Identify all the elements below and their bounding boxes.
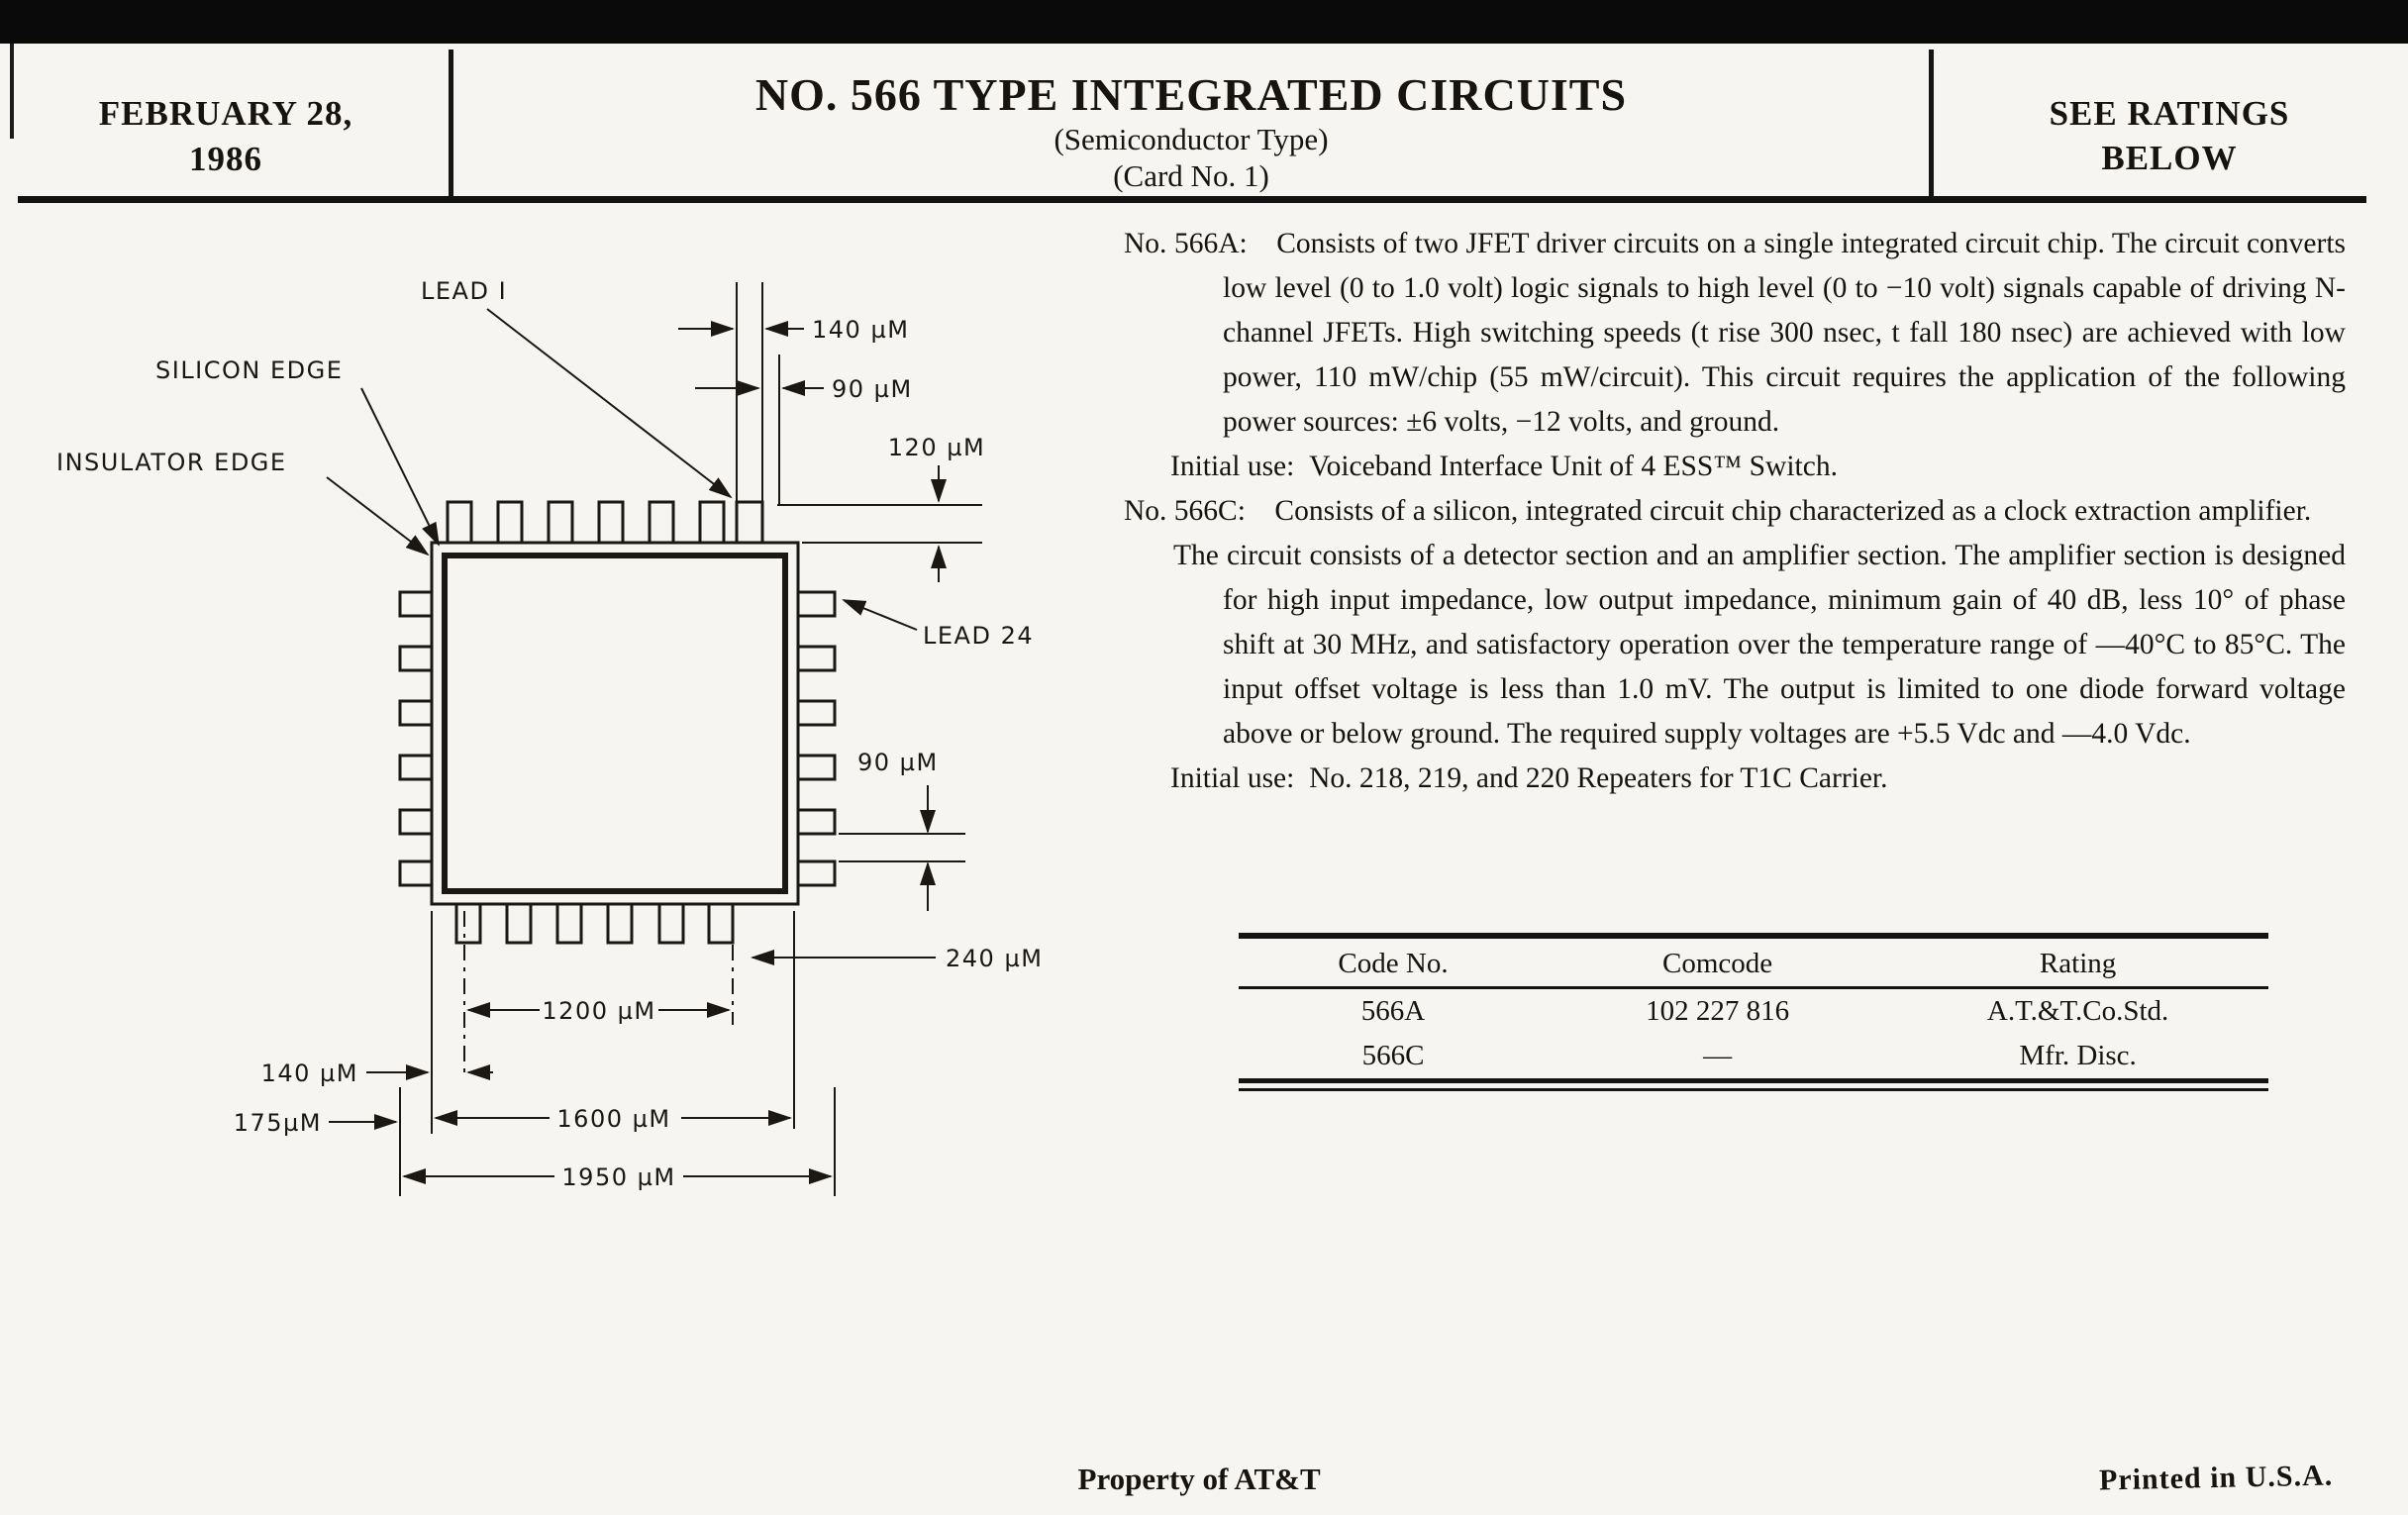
cell-comcode-566a: 102 227 816 <box>1646 995 1790 1027</box>
header-divider-right <box>1929 50 1934 198</box>
table-row: 566C — Mfr. Disc. <box>1239 1034 2268 1081</box>
paragraph-initial-use-566c: Initial use: No. 218, 219, and 220 Repea… <box>1170 762 1888 794</box>
paragraph-566c-detail: The circuit consists of a detector secti… <box>1173 540 2346 750</box>
callout-lead24: LEAD 24 <box>842 599 1034 650</box>
lead1-extension-lines <box>736 282 780 505</box>
dim-140-left-label: 140 µM <box>261 1060 358 1087</box>
scan-left-artifact <box>10 44 14 139</box>
cell-code-566a: 566A <box>1360 995 1426 1027</box>
page-title: NO. 566 TYPE INTEGRATED CIRCUITS <box>754 69 1628 120</box>
dim-1950-label: 1950 µM <box>561 1163 675 1191</box>
callout-silicon-edge: SILICON EDGE <box>155 356 440 547</box>
ratings-table: Code No. Comcode Rating 566A 102 227 816… <box>1239 933 2268 1083</box>
cell-comcode-566c: — <box>1703 1040 1733 1071</box>
paragraph-566a: No. 566A: Consists of two JFET driver ci… <box>1124 228 2346 438</box>
chip-leads-left <box>398 590 434 887</box>
ratings-table-wrap: Code No. Comcode Rating 566A 102 227 816… <box>1239 933 2268 1091</box>
dim-90-top-label: 90 µM <box>832 375 913 403</box>
silicon-edge-label: SILICON EDGE <box>155 356 343 384</box>
lead24-label: LEAD 24 <box>923 622 1034 650</box>
dim-90-right: 90 µM <box>839 749 965 911</box>
dim-90-right-label: 90 µM <box>857 749 939 776</box>
col-header-code-no: Code No. <box>1239 936 1548 989</box>
dim-120-label: 120 µM <box>888 434 985 461</box>
ratings-note-line2: BELOW <box>2101 139 2238 177</box>
property-notice: Property of AT&T <box>1077 1462 1321 1496</box>
header-divider-left <box>449 50 453 198</box>
dim-1200: 1200 µM <box>466 997 731 1025</box>
chip-leads-top <box>446 500 764 545</box>
page-subtitle: (Semiconductor Type) <box>1054 122 1329 156</box>
date-line2: 1986 <box>189 140 262 178</box>
lead1-label: LEAD I <box>421 277 507 305</box>
description-column: No. 566A: Consists of two JFET driver ci… <box>1124 222 2346 801</box>
date-line1: FEBRUARY 28, <box>98 94 353 133</box>
dim-240: 240 µM <box>751 945 1043 972</box>
col-header-rating: Rating <box>1887 936 2268 989</box>
header-rule <box>18 196 2366 203</box>
dim-1600: 1600 µM <box>434 1105 792 1133</box>
cell-rating-566a: A.T.&T.Co.Std. <box>1986 995 2169 1027</box>
table-row: 566A 102 227 816 A.T.&T.Co.Std. <box>1239 988 2268 1035</box>
paragraph-566c: No. 566C: Consists of a silicon, integra… <box>1124 495 2312 527</box>
bottom-projection-lines <box>399 911 836 1196</box>
card-paper: FEBRUARY 28, 1986 NO. 566 TYPE INTEGRATE… <box>0 44 2408 1515</box>
cell-code-566c: 566C <box>1361 1040 1425 1071</box>
dim-140-top-label: 140 µM <box>812 316 909 344</box>
dim-175-label: 175µM <box>234 1109 322 1137</box>
header-ratings-note: SEE RATINGS BELOW <box>1931 91 2408 180</box>
chip-body <box>430 541 800 906</box>
dim-240-label: 240 µM <box>946 945 1043 972</box>
ratings-table-header-row: Code No. Comcode Rating <box>1239 936 2268 989</box>
printed-notice: Printed in U.S.A. <box>2098 1459 2334 1497</box>
card-number: (Card No. 1) <box>1113 158 1269 193</box>
dim-90-top: 90 µM <box>695 375 913 403</box>
callout-lead1: LEAD I <box>421 277 733 499</box>
dim-175: 175µM <box>234 1109 398 1137</box>
header-center: NO. 566 TYPE INTEGRATED CIRCUITS (Semico… <box>452 69 1931 194</box>
callout-insulator-edge: INSULATOR EDGE <box>56 449 430 556</box>
col-header-comcode: Comcode <box>1548 936 1888 989</box>
dim-1600-label: 1600 µM <box>556 1105 670 1133</box>
paragraph-initial-use-566a: Initial use: Voiceband Interface Unit of… <box>1170 451 1838 482</box>
scan-top-edge <box>0 0 2408 44</box>
header-date: FEBRUARY 28, 1986 <box>0 91 452 182</box>
dim-140-left: 140 µM <box>261 1060 493 1087</box>
chip-leads-right <box>796 590 837 887</box>
dim-1950: 1950 µM <box>402 1163 833 1191</box>
ratings-note-line1: SEE RATINGS <box>2049 94 2290 133</box>
dim-1200-label: 1200 µM <box>542 997 655 1025</box>
insulator-edge-label: INSULATOR EDGE <box>56 449 287 476</box>
cell-rating-566c: Mfr. Disc. <box>2019 1040 2137 1071</box>
dim-120: 120 µM <box>777 434 985 582</box>
chip-dimension-diagram: 140 µM 90 µM 120 µM LEAD I <box>56 277 1043 1196</box>
dim-140-top: 140 µM <box>678 316 909 344</box>
chip-leads-bottom <box>454 902 735 945</box>
